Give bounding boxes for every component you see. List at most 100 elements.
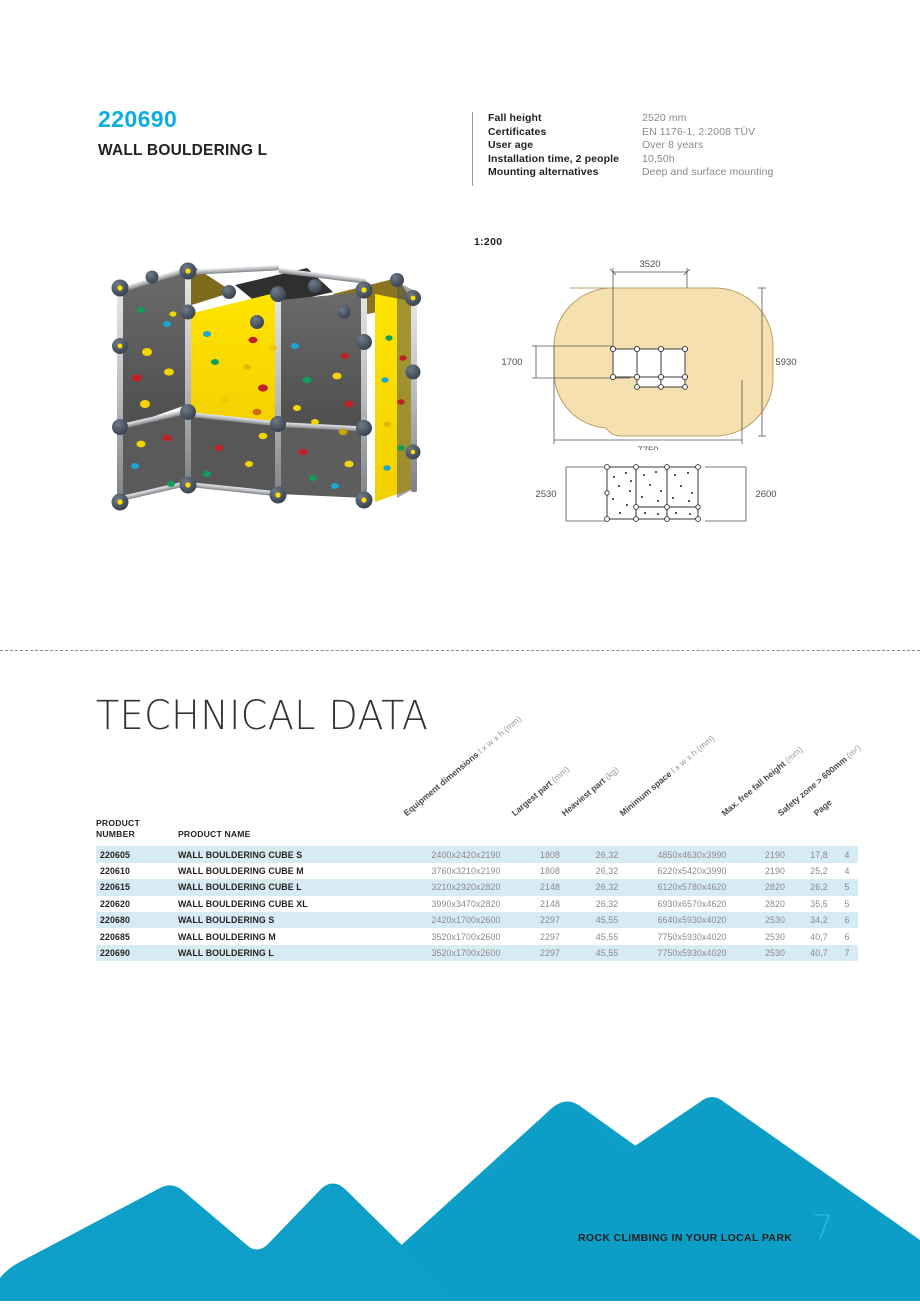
specifications-list: Fall height 2520 mm Certificates EN 1176… xyxy=(472,112,822,180)
spec-value: 10,50h xyxy=(642,152,675,165)
plan-right-dimension: 5930 xyxy=(775,357,796,368)
product-photo xyxy=(97,252,442,540)
spec-value: 2520 mm xyxy=(642,112,687,124)
cell-safety-zone: 25,2 xyxy=(810,866,828,877)
cell-page: 6 xyxy=(844,915,850,926)
cell-minimum-space: 7750x5930x4020 xyxy=(657,931,727,942)
cell-minimum-space: 7750x5930x4020 xyxy=(657,948,727,958)
cell-minimum-space: 6930x6570x4620 xyxy=(657,898,727,909)
mountain-graphic xyxy=(0,1040,920,1306)
plan-view-drawing: 3520 5930 7750 1700 xyxy=(470,250,800,456)
cell-max-free-fall-height: 2530 xyxy=(765,931,785,942)
cell-max-free-fall-height: 2820 xyxy=(765,898,785,909)
cell-safety-zone: 40,7 xyxy=(810,948,828,958)
cell-equipment-dimensions: 3520x1700x2600 xyxy=(431,931,501,942)
cell-product-number: 220690 xyxy=(100,948,130,958)
drawing-scale-label: 1:200 xyxy=(474,236,503,248)
spec-label: Fall height xyxy=(488,112,542,124)
cell-product-name: WALL BOULDERING S xyxy=(178,915,275,926)
column-header-page: Page xyxy=(811,797,834,818)
page-title-product-number: 220690 xyxy=(98,106,178,132)
cell-max-free-fall-height: 2530 xyxy=(765,948,785,958)
spec-value: Deep and surface mounting xyxy=(642,166,774,179)
cell-minimum-space: 6640x5930x4020 xyxy=(657,915,727,926)
cell-page: 6 xyxy=(844,931,850,942)
cell-safety-zone: 35,5 xyxy=(810,898,828,909)
cell-heaviest-part: 45,55 xyxy=(595,931,619,942)
cell-largest-part: 2148 xyxy=(540,882,560,893)
cell-page: 4 xyxy=(844,849,850,860)
cell-product-number: 220615 xyxy=(100,882,130,893)
cell-max-free-fall-height: 2190 xyxy=(765,866,785,877)
cell-product-number: 220610 xyxy=(100,866,130,877)
section-divider xyxy=(0,650,920,651)
cell-equipment-dimensions: 3990x3470x2820 xyxy=(431,898,501,909)
cell-product-name: WALL BOULDERING CUBE S xyxy=(178,849,303,860)
cell-minimum-space: 6220x5420x3990 xyxy=(657,866,727,877)
table-body: 220605 WALL BOULDERING CUBE S 2400x2420x21… xyxy=(96,846,858,962)
cell-equipment-dimensions: 2400x2420x2190 xyxy=(431,849,501,860)
spec-row-fall-height: Fall height 2520 mm xyxy=(472,112,822,126)
cell-safety-zone: 40,7 xyxy=(810,931,828,942)
cell-page: 5 xyxy=(844,898,850,909)
cell-heaviest-part: 45,55 xyxy=(595,915,619,926)
spec-row-certificates: Certificates EN 1176-1, 2:2008 TÜV xyxy=(472,126,822,140)
column-header-product-name: PRODUCT NAME xyxy=(178,828,251,839)
cell-largest-part: 2148 xyxy=(540,898,560,909)
cell-page: 4 xyxy=(844,866,850,877)
elevation-right-dimension: 2600 xyxy=(755,489,776,500)
cell-equipment-dimensions: 2420x1700x2600 xyxy=(431,915,501,926)
page-title-product-name: WALL BOULDERING L xyxy=(98,142,268,159)
spec-value: Over 8 years xyxy=(642,139,704,152)
cell-equipment-dimensions: 3210x2920x2820 xyxy=(431,882,501,893)
cell-product-name: WALL BOULDERING CUBE L xyxy=(178,882,302,893)
cell-page: 7 xyxy=(844,948,850,958)
page-number: 7 xyxy=(812,1208,834,1248)
cell-product-name: WALL BOULDERING L xyxy=(178,948,274,958)
spec-divider-rule xyxy=(472,112,473,186)
cell-largest-part: 2297 xyxy=(540,948,560,958)
cell-page: 5 xyxy=(844,882,850,893)
cell-heaviest-part: 26,32 xyxy=(595,866,619,877)
spec-label: User age xyxy=(488,139,534,152)
table-row: 220605 WALL BOULDERING CUBE S 2400x2420x21… xyxy=(96,846,858,863)
spec-row-mounting-alternatives: Mounting alternatives Deep and surface m… xyxy=(472,166,822,180)
cell-max-free-fall-height: 2820 xyxy=(765,882,785,893)
spec-label: Certificates xyxy=(488,125,547,138)
cell-product-name: WALL BOULDERING CUBE XL xyxy=(178,898,308,909)
cell-largest-part: 2297 xyxy=(540,915,560,926)
cell-product-number: 220685 xyxy=(100,931,130,942)
cell-product-name: WALL BOULDERING CUBE M xyxy=(178,866,304,877)
column-header-product-number: PRODUCT NUMBER xyxy=(96,818,140,839)
cell-minimum-space: 6120x5780x4620 xyxy=(657,882,727,893)
cell-product-name: WALL BOULDERING M xyxy=(178,931,276,942)
cell-safety-zone: 17,8 xyxy=(810,849,828,860)
cell-product-number: 220605 xyxy=(100,849,130,860)
table-header-row: PRODUCT NUMBER PRODUCT NAME xyxy=(96,818,858,846)
plan-bottom-dimension: 7750 xyxy=(637,445,658,450)
plan-top-dimension: 3520 xyxy=(639,259,660,270)
cell-largest-part: 1808 xyxy=(540,866,560,877)
cell-safety-zone: 26,2 xyxy=(810,882,828,893)
cell-heaviest-part: 45,55 xyxy=(595,948,619,958)
cell-product-number: 220620 xyxy=(100,898,130,909)
spec-value: EN 1176-1, 2:2008 TÜV xyxy=(642,125,756,138)
spec-label: Mounting alternatives xyxy=(488,166,599,179)
plan-left-dimension: 1700 xyxy=(501,357,522,368)
column-header-spacer xyxy=(410,818,858,846)
spec-label: Installation time, 2 people xyxy=(488,152,620,165)
elevation-view-drawing: 2530 2600 xyxy=(500,455,790,530)
cell-max-free-fall-height: 2530 xyxy=(765,915,785,926)
elevation-left-dimension: 2530 xyxy=(535,489,556,500)
rotated-column-headers: Equipment dimensions l x w x h (mm) Larg… xyxy=(96,714,866,818)
technical-data-heading: TECHNICAL DATA xyxy=(96,693,429,739)
cell-heaviest-part: 26,32 xyxy=(595,849,619,860)
cell-max-free-fall-height: 2190 xyxy=(765,849,785,860)
cell-equipment-dimensions: 3760x3210x2190 xyxy=(431,866,501,877)
spec-row-installation-time: Installation time, 2 people 10,50h xyxy=(472,153,822,167)
cell-heaviest-part: 26,32 xyxy=(595,882,619,893)
